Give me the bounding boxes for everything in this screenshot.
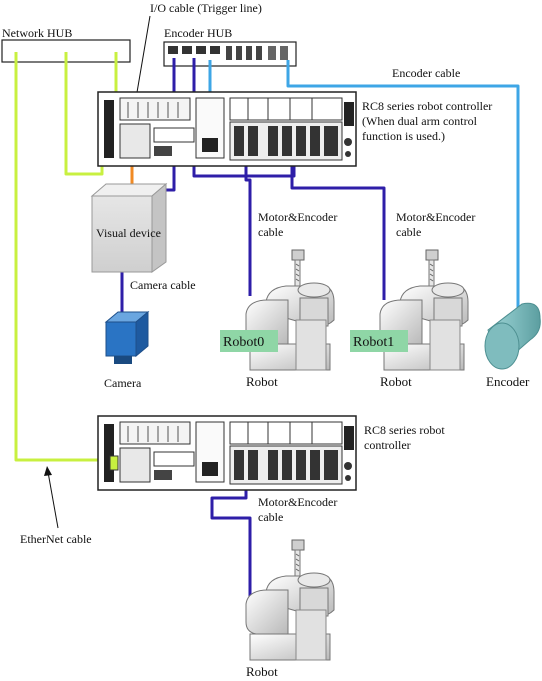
controller1-label-line3: function is used.) [362, 129, 445, 143]
robot1-tag [350, 330, 408, 352]
robot-a-label: Robot [246, 374, 278, 389]
controller1-label-line1: RC8 series robot controller [362, 99, 492, 113]
controller2-label-line1: RC8 series robot [364, 423, 445, 437]
robot-controller-1: RC8 series robot controller (When dual a… [97, 91, 492, 167]
robot-controller-2: RC8 series robot controller [97, 415, 445, 491]
robot0-tag [220, 330, 278, 352]
controller1-label-line2: (When dual arm control [362, 114, 478, 128]
encoder-hub-icon [163, 41, 297, 67]
encoder-hub: Encoder HUB [163, 26, 297, 67]
motor-encoder-cable-label-1-line1: Motor&Encoder [258, 210, 337, 224]
motor-encoder-cable-label-3-line2: cable [258, 510, 283, 524]
motor-encoder-cable-robot-c [210, 480, 252, 610]
visual-device-label: Visual device [96, 226, 161, 240]
encoder-cylinder-icon [484, 302, 541, 370]
encoder-label: Encoder [486, 374, 530, 389]
ethernet-cable-arrowhead [44, 466, 52, 476]
robot0-tag-label: Robot0 [223, 335, 264, 350]
visual-device: Visual device [90, 182, 168, 273]
controller2-ethernet-port [109, 455, 119, 471]
ethernet-cable-label: EtherNet cable [20, 532, 92, 546]
encoder-cable-hub-encoder [286, 60, 520, 310]
network-hub: Network HUB [1, 26, 131, 63]
robot-controller-icon [97, 415, 357, 491]
robot-0: Robot0 Robot [220, 249, 335, 389]
motor-encoder-cable-label-1-line2: cable [258, 225, 283, 239]
encoder: Encoder [484, 302, 541, 389]
robot-controller-icon [97, 91, 357, 167]
motor-encoder-cable-label-2-line1: Motor&Encoder [396, 210, 475, 224]
robot-b-label: Robot [380, 374, 412, 389]
controller2-label-line2: controller [364, 438, 411, 452]
encoder-cable-label: Encoder cable [392, 66, 460, 80]
robot-1: Robot1 Robot [350, 249, 469, 389]
camera-cable-label: Camera cable [130, 278, 196, 292]
robot-c-label: Robot [246, 664, 278, 679]
motor-encoder-cable-robot0 [244, 148, 252, 296]
ethernet-cable-pointer [47, 471, 59, 529]
ethernet-cable-to-controller2 [14, 52, 114, 462]
visual-device-box-icon [90, 182, 168, 273]
motor-encoder-cable-robot1 [290, 148, 386, 300]
io-cable-label: I/O cable (Trigger line) [150, 1, 262, 15]
encoder-hub-label: Encoder HUB [164, 26, 232, 40]
camera-icon [104, 310, 150, 364]
scara-robot-icon [245, 539, 335, 661]
motor-encoder-cable-label-3-line1: Motor&Encoder [258, 495, 337, 509]
camera: Camera [104, 310, 150, 390]
network-hub-label: Network HUB [2, 26, 72, 40]
camera-label: Camera [104, 376, 142, 390]
robot1-tag-label: Robot1 [353, 335, 394, 350]
motor-encoder-cable-label-2-line2: cable [396, 225, 421, 239]
robot-c: Robot [245, 539, 335, 679]
